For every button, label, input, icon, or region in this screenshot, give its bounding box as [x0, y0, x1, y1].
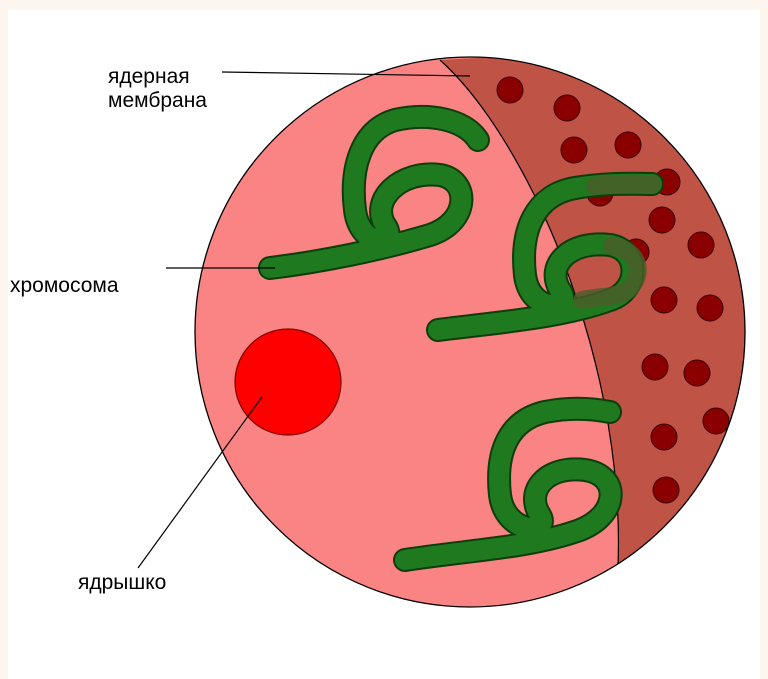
pore-dot-10	[651, 287, 677, 313]
chromosome-label: хромосома	[10, 274, 119, 298]
pore-dot-8	[688, 232, 714, 258]
pore-dot-16	[653, 477, 679, 503]
membrane-label-line-1: ядерная	[108, 65, 207, 89]
membrane-label: ядерная мембрана	[108, 65, 207, 113]
pore-dot-4	[615, 132, 641, 158]
pore-dot-11	[697, 295, 723, 321]
pore-dot-3	[561, 137, 587, 163]
pore-dot-15	[651, 424, 677, 450]
chromosome-2-tail	[595, 184, 652, 186]
pore-dot-2	[554, 95, 580, 121]
pore-dot-12	[642, 354, 668, 380]
membrane-label-line-2: мембрана	[108, 89, 207, 113]
pore-dot-1	[497, 77, 523, 103]
nucleolus-disc	[235, 329, 341, 435]
nucleolus-label: ядрышко	[78, 571, 166, 595]
pore-dot-14	[703, 408, 729, 434]
pore-dot-13	[684, 360, 710, 386]
pore-dot-7	[649, 207, 675, 233]
